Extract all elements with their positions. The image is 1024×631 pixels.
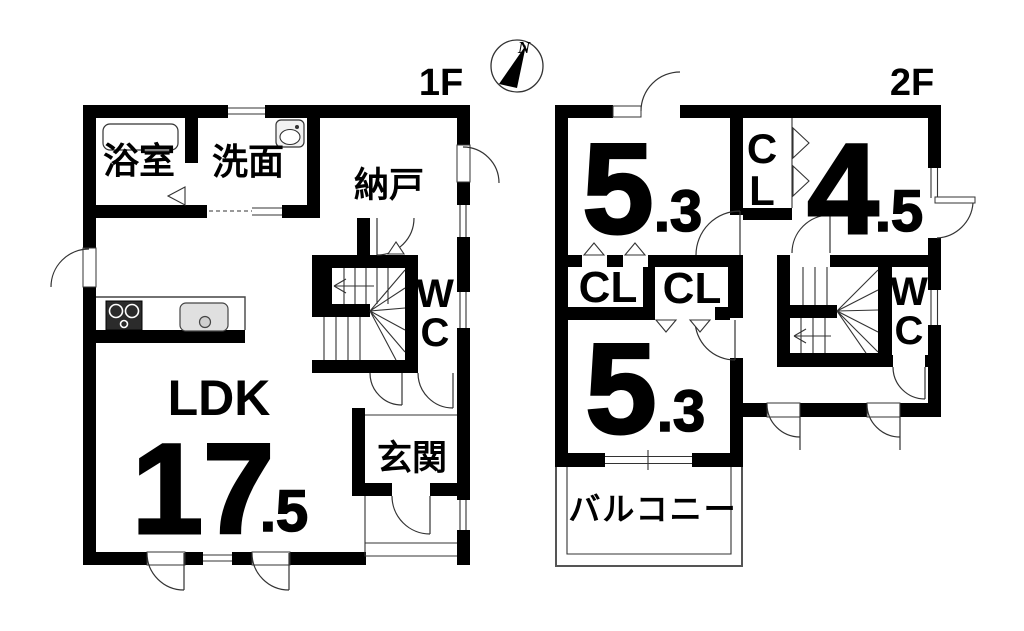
stairs-direction-arrow: [793, 328, 831, 344]
room-a-dec: .3: [654, 179, 702, 244]
stairs-direction-arrow: [333, 278, 374, 294]
room-b-dec: .5: [875, 179, 923, 244]
wc-2f-c: C: [895, 309, 924, 353]
floor-1f: 1F: [50, 62, 500, 591]
doors-1f: [50, 144, 500, 591]
stairs-2f: [793, 267, 879, 354]
room-b-int: 4: [807, 118, 878, 261]
balcony-outline: [555, 467, 743, 567]
windows-2f: [605, 168, 941, 470]
entrance-porch: [364, 414, 457, 557]
room-c-dec: .3: [657, 379, 705, 444]
compass-icon: N: [490, 38, 544, 93]
floor-label-1f: 1F: [419, 62, 463, 104]
floor-label-2f: 2F: [890, 62, 934, 104]
closet-left-label: CL: [579, 263, 638, 312]
doors-2f: [582, 71, 976, 450]
compass-north-label: N: [517, 38, 531, 57]
compass-needle: [499, 45, 526, 88]
room-bath-label: 浴室: [103, 140, 175, 181]
ldk-area-dec: .5: [260, 479, 308, 544]
wc-1f-w: W: [416, 272, 454, 316]
stairs-1f: [323, 268, 406, 361]
bathtub-icon: [102, 123, 179, 151]
closet-top-l: L: [749, 167, 775, 214]
balcony-label: バルコニー: [568, 491, 737, 527]
room-wc-1f-label: W C: [416, 272, 454, 355]
washbasin-icon: [275, 119, 305, 148]
kitchen-sink-icon: [179, 302, 229, 332]
room-b-label: 4 .5: [806, 117, 924, 263]
windows-1f: [203, 105, 470, 565]
floor-2f: 2F: [555, 62, 976, 567]
stove-icon: [105, 300, 143, 331]
wc-2f-w: W: [890, 270, 928, 314]
room-a-label: 5 .3: [581, 117, 703, 263]
room-ldk-label: LDK 17 .5: [130, 370, 309, 563]
room-storage-label: 納戸: [354, 166, 424, 205]
room-c-int: 5: [585, 318, 656, 461]
ldk-area-int: 17: [132, 418, 274, 561]
ldk-text: LDK: [168, 370, 271, 426]
kitchen-counter: [96, 296, 246, 332]
room-wc-2f-label: W C: [890, 270, 928, 353]
room-washroom-label: 洗面: [212, 141, 284, 182]
room-entrance-label: 玄関: [377, 439, 447, 478]
wc-1f-c: C: [421, 311, 450, 355]
closet-top-c: C: [747, 125, 777, 172]
room-a-int: 5: [582, 118, 653, 261]
room-c-label: 5 .3: [584, 317, 706, 463]
closet-right-label: CL: [663, 264, 722, 313]
closet-top-label: C L: [747, 125, 777, 214]
